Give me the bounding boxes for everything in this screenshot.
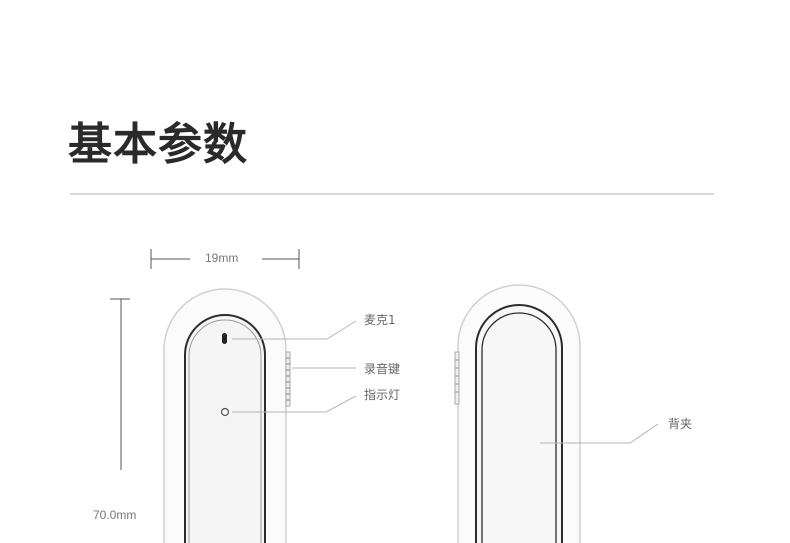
height-dimension bbox=[110, 298, 130, 470]
record-key-label: 录音键 bbox=[364, 362, 401, 376]
microphone-icon bbox=[222, 333, 227, 344]
section-title: 基本参数 bbox=[68, 119, 248, 170]
front-inner-rim bbox=[188, 319, 262, 543]
mic-leader bbox=[232, 320, 357, 340]
back-clip-outline bbox=[475, 304, 563, 543]
section-divider bbox=[70, 193, 714, 195]
back-clip-label: 背夹 bbox=[668, 417, 693, 431]
indicator-label: 指示灯 bbox=[364, 388, 401, 402]
front-view bbox=[163, 288, 291, 543]
width-dimension-label: 19mm bbox=[205, 251, 239, 265]
indicator-light-icon bbox=[220, 407, 230, 417]
back-view bbox=[454, 284, 581, 543]
width-dimension bbox=[150, 249, 300, 269]
indicator-leader bbox=[232, 395, 357, 413]
mic-label: 麦克1 bbox=[364, 313, 396, 327]
back-clip-leader bbox=[540, 423, 659, 444]
height-dimension-label: 70.0mm bbox=[93, 508, 137, 522]
side-button-icon bbox=[454, 351, 460, 405]
record-button-icon bbox=[285, 351, 291, 407]
front-body bbox=[184, 314, 266, 543]
back-clip-inner bbox=[481, 312, 557, 543]
leader-lines bbox=[232, 320, 659, 444]
